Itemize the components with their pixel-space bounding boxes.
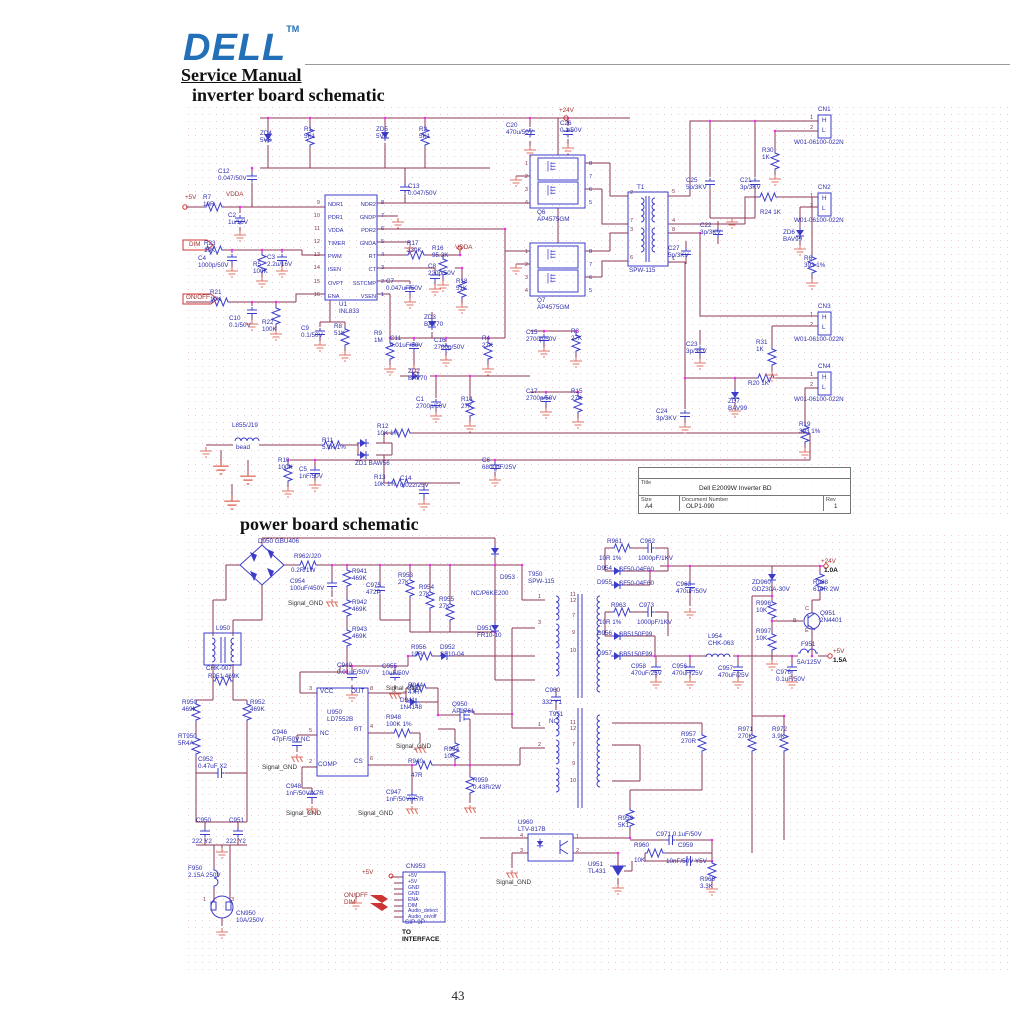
title-block-title-label: Title — [641, 480, 652, 486]
title-block-size: A4 — [645, 503, 653, 510]
title-block-doc-label: Document Number — [682, 497, 729, 503]
inverter-section-heading: inverter board schematic — [192, 85, 385, 105]
title-block: Title Dell E2009W Inverter BD Size A4 Do… — [638, 467, 851, 514]
title-block-size-label: Size — [641, 497, 652, 503]
dell-logo: DELLTM — [183, 24, 299, 70]
title-block-rev: 1 — [834, 503, 838, 510]
power-schematic-sheet — [185, 532, 1013, 976]
title-block-doc-number: OLP1-090 — [686, 503, 715, 510]
header-rule — [305, 64, 1010, 65]
trademark-symbol: TM — [286, 24, 300, 34]
dell-logo-text: DELL — [183, 27, 287, 69]
page-number: 43 — [451, 988, 465, 1003]
inverter-schematic-sheet — [185, 104, 1013, 516]
manual-title: Service Manual — [181, 65, 302, 85]
title-block-rev-label: Rev — [826, 497, 836, 503]
power-section-heading: power board schematic — [240, 514, 419, 534]
title-block-title: Dell E2009W Inverter BD — [699, 485, 772, 492]
